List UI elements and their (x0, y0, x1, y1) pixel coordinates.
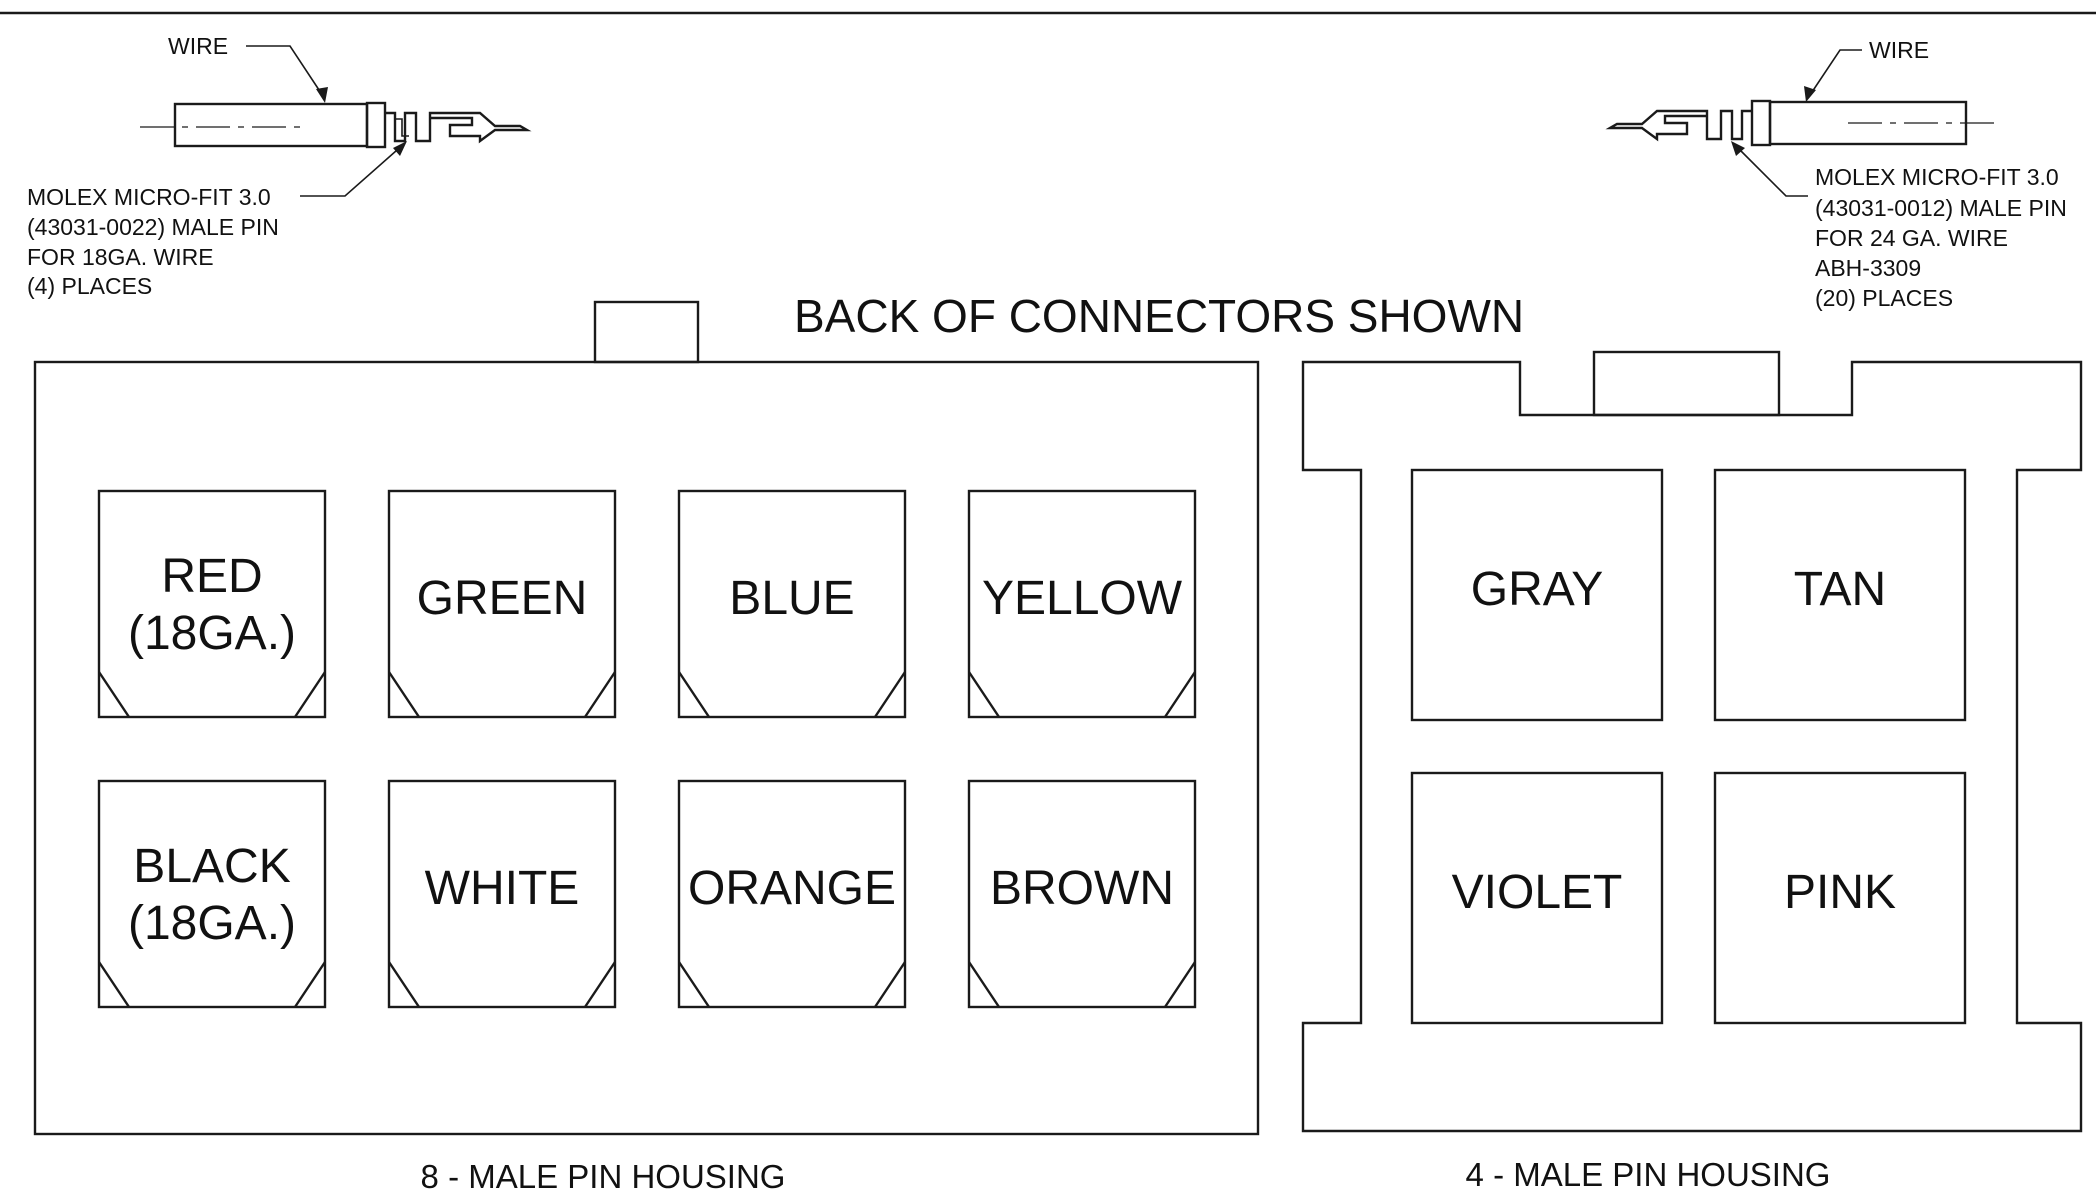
pin-cavity: TAN (1713, 468, 1967, 722)
wire-leader-left (246, 45, 326, 100)
wire-color-label: (18GA.) (128, 897, 296, 950)
wire-color-label: TAN (1794, 563, 1886, 616)
housing-outline (33, 360, 1260, 1136)
crimp-detail (395, 118, 409, 137)
pin-cavity: WHITE (387, 779, 617, 1009)
pin-desc-right: MOLEX MICRO-FIT 3.0 (43031-0012) MALE PI… (1815, 164, 2067, 311)
wire-color-label: BLACK (133, 840, 290, 893)
wire-color-label: WHITE (425, 862, 580, 915)
cavity-chamfer (1164, 961, 1196, 1008)
housing-latch (593, 300, 700, 364)
wire-color-label: (18GA.) (128, 607, 296, 660)
pin-leader-right (1732, 142, 1808, 197)
cavity-box (1410, 771, 1664, 1025)
pin-cavity: BLACK(18GA.) (97, 779, 327, 1009)
cavity-chamfer (968, 671, 1000, 718)
wire-color-label: BROWN (990, 862, 1174, 915)
cavity-chamfer (678, 671, 710, 718)
pin-desc-left: MOLEX MICRO-FIT 3.0 (43031-0022) MALE PI… (27, 184, 279, 299)
pin-cavity: PINK (1713, 771, 1967, 1025)
cavity-box (967, 779, 1197, 1009)
cavity-box (677, 779, 907, 1009)
pin-desc-line: (20) PLACES (1815, 285, 1953, 311)
crimp-terminal (385, 111, 532, 144)
cavity-box (97, 489, 327, 719)
wire-body (173, 102, 369, 148)
cavity-chamfer (98, 671, 130, 718)
cavity-box (1713, 468, 1967, 722)
cavity-chamfer (294, 671, 326, 718)
housing-latch (1592, 350, 1781, 417)
pin-desc-line: (43031-0022) MALE PIN (27, 214, 279, 240)
cavity-chamfer (584, 671, 616, 718)
wire-color-label: PINK (1784, 866, 1896, 919)
wire-arrowhead-right (1804, 86, 1816, 102)
pin-cavity: VIOLET (1410, 771, 1664, 1025)
pin-desc-line: MOLEX MICRO-FIT 3.0 (27, 184, 271, 210)
pin-desc-line: FOR 24 GA. WIRE (1815, 225, 2008, 251)
wire-label-right: WIRE (1869, 37, 1929, 63)
pin-detail-right: WIRE MOLEX MICRO-FIT 3.0 (43031-0012) MA… (1605, 37, 2067, 311)
wire-color-label: ORANGE (688, 862, 896, 915)
pin-cavity: GREEN (387, 489, 617, 719)
pin-collar (1750, 99, 1772, 147)
cavity-chamfer (98, 961, 130, 1008)
cavity-chamfer (874, 961, 906, 1008)
wire-label-left: WIRE (168, 33, 228, 59)
wire-color-label: GREEN (417, 572, 588, 625)
pin-cavity: BLUE (677, 489, 907, 719)
cavity-chamfer (968, 961, 1000, 1008)
housing-4-pin: GRAY TAN VIOLET PINK 4 - MALE PIN HOUSING (1301, 350, 2083, 1192)
wire-color-label: VIOLET (1452, 866, 1623, 919)
cavity-box (387, 779, 617, 1009)
cavity-chamfer (678, 961, 710, 1008)
pin-cavity: YELLOW (967, 489, 1197, 719)
pin-desc-line: ABH-3309 (1815, 255, 1921, 281)
cavity-box (967, 489, 1197, 719)
cavity-box (677, 489, 907, 719)
crimp-terminal (1605, 109, 1752, 142)
wire-color-label: BLUE (729, 572, 854, 625)
pin-arrowhead-left (393, 141, 407, 156)
wire-arrowhead-left (316, 87, 328, 103)
pin-leader-left (300, 142, 406, 197)
pin-cavity: ORANGE (677, 779, 907, 1009)
pin-desc-line: (43031-0012) MALE PIN (1815, 195, 2067, 221)
wire-leader-right (1807, 49, 1862, 99)
pin-detail-left: WIRE MOLEX MICRO-FIT 3.0 (43031-0022) MA… (27, 33, 532, 299)
pin-desc-line: MOLEX MICRO-FIT 3.0 (1815, 164, 2059, 190)
cavity-box (1713, 771, 1967, 1025)
cavity-box (1410, 468, 1664, 722)
drawing-title: BACK OF CONNECTORS SHOWN (794, 290, 1524, 342)
cavity-chamfer (1164, 671, 1196, 718)
pin-collar (365, 101, 387, 149)
pin-cavity: BROWN (967, 779, 1197, 1009)
pin-desc-line: (4) PLACES (27, 273, 152, 299)
cavity-chamfer (388, 961, 420, 1008)
pin-cavity: RED(18GA.) (97, 489, 327, 719)
wire-color-label: RED (161, 550, 262, 603)
housing-8-caption: 8 - MALE PIN HOUSING (421, 1158, 786, 1192)
wire-color-label: YELLOW (982, 572, 1183, 625)
cavity-box (97, 779, 327, 1009)
cavity-grid-4: GRAY TAN VIOLET PINK (1410, 468, 1967, 1025)
cavity-chamfer (294, 961, 326, 1008)
housing-4-caption: 4 - MALE PIN HOUSING (1466, 1156, 1831, 1192)
pin-cavity: GRAY (1410, 468, 1664, 722)
cavity-chamfer (874, 671, 906, 718)
cavity-box (387, 489, 617, 719)
wire-color-label: GRAY (1471, 563, 1603, 616)
pin-desc-line: FOR 18GA. WIRE (27, 244, 214, 270)
cavity-chamfer (388, 671, 420, 718)
pin-arrowhead-right (1731, 141, 1745, 156)
cavity-chamfer (584, 961, 616, 1008)
